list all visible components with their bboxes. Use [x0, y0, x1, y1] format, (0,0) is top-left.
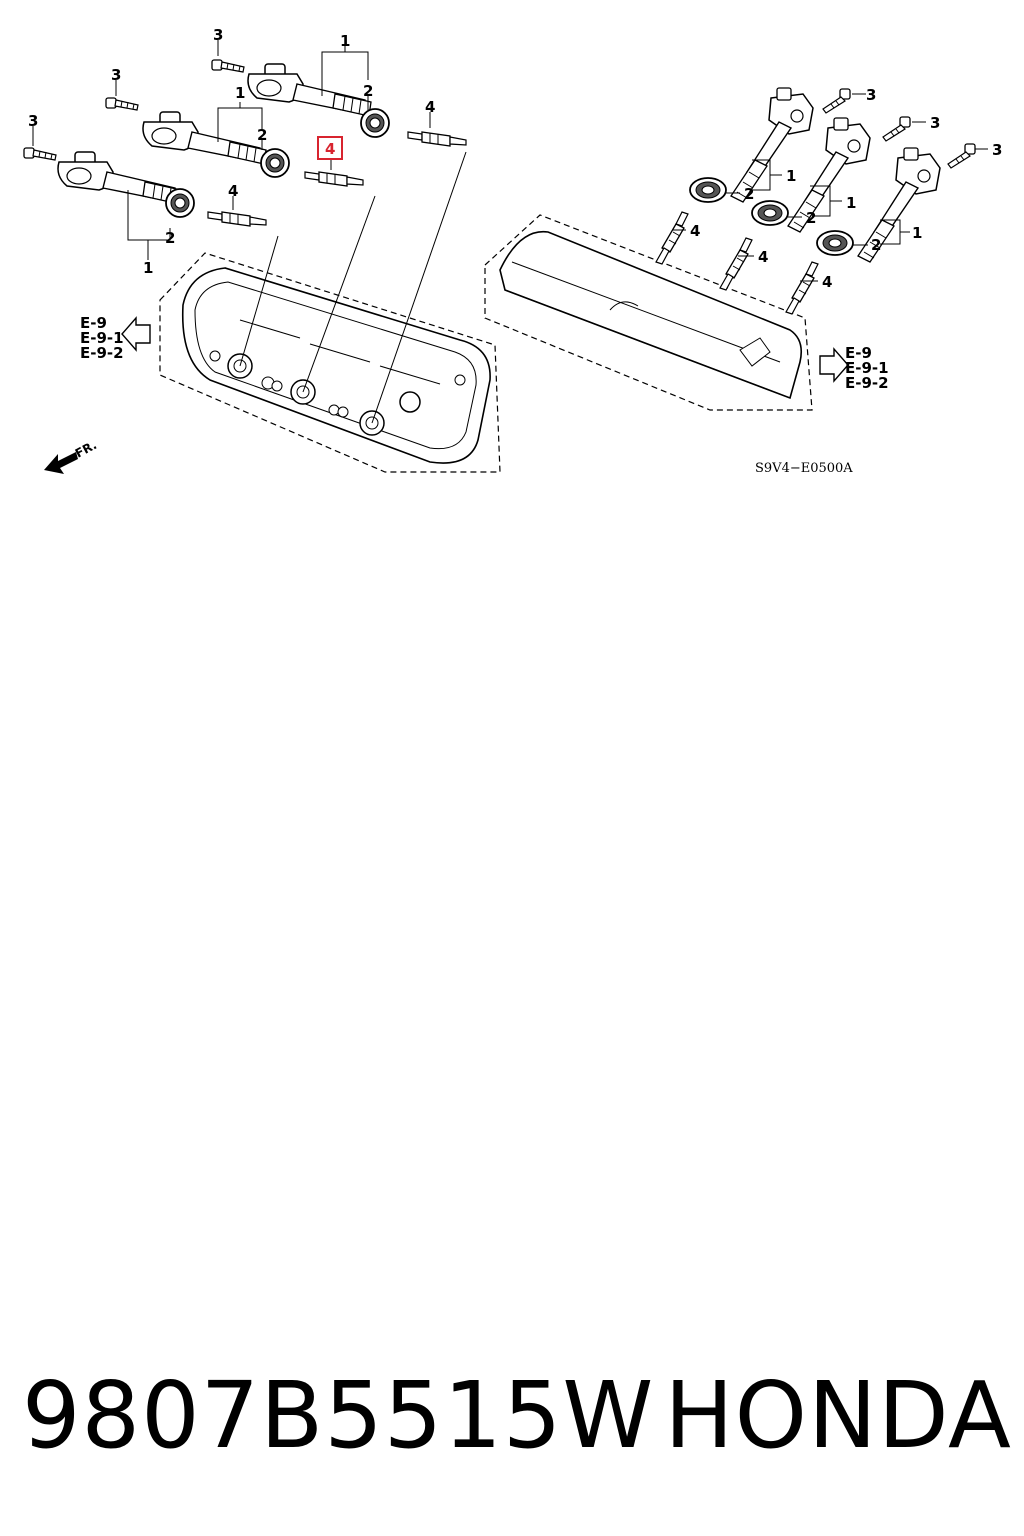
callout-coil: 1 [235, 84, 245, 102]
plug-tube-seal-6[interactable] [816, 230, 854, 256]
front-head-cover [484, 214, 813, 411]
callout-bolt: 3 [992, 141, 1002, 159]
callout-bolt: 3 [866, 86, 876, 104]
callout-plug: 4 [758, 248, 768, 266]
callout-bolt: 3 [111, 66, 121, 84]
coil-bolt-1[interactable] [211, 59, 245, 73]
callout-seal: 2 [871, 236, 881, 254]
brand-name: HONDA [664, 1361, 1012, 1469]
left-reference-arrow[interactable]: E-9 E-9-1 E-9-2 [80, 314, 151, 362]
ignition-coil-2[interactable] [142, 111, 267, 165]
diagram-code: S9V4−E0500A [755, 461, 853, 476]
highlighted-callout-number: 4 [325, 140, 335, 158]
part-number: 9807B5515W [22, 1361, 655, 1469]
right-callout-brackets [672, 93, 988, 282]
left-callout-numbers: 1 1 1 2 2 2 3 3 3 4 4 [28, 26, 435, 277]
front-direction-marker: FR. [44, 438, 99, 474]
coil-bolt-2[interactable] [105, 97, 139, 111]
callout-seal: 2 [363, 82, 373, 100]
callout-bolt: 3 [213, 26, 223, 44]
callout-coil: 1 [846, 194, 856, 212]
plug-tube-seal-5[interactable] [751, 200, 789, 226]
right-reference-arrow[interactable]: E-9 E-9-1 E-9-2 [819, 344, 889, 392]
plug-tube-seal-1[interactable] [360, 108, 390, 138]
ignition-coil-5[interactable] [787, 117, 871, 233]
reference-label: E-9 [845, 344, 872, 362]
callout-coil: 1 [143, 259, 153, 277]
callout-plug: 4 [228, 182, 238, 200]
right-callout-numbers: 1 1 1 2 2 2 3 3 3 4 4 4 [690, 86, 1002, 291]
reference-label: E-9-2 [845, 374, 889, 392]
callout-seal: 2 [165, 229, 175, 247]
callout-coil: 1 [340, 32, 350, 50]
parts-diagram: 1 1 1 2 2 2 3 3 3 4 4 4 [23, 26, 1002, 476]
plug-tube-seal-4[interactable] [689, 177, 727, 203]
spark-plug-6[interactable] [785, 261, 819, 315]
spark-plug-3[interactable] [207, 211, 267, 227]
callout-bolt: 3 [28, 112, 38, 130]
ignition-coil-1[interactable] [247, 63, 372, 117]
reference-label: E-9 [80, 314, 107, 332]
front-label: FR. [73, 438, 99, 461]
callout-plug: 4 [690, 222, 700, 240]
callout-plug: 4 [425, 98, 435, 116]
coil-bolt-4[interactable] [822, 88, 851, 114]
reference-label: E-9-1 [845, 359, 889, 377]
callout-seal: 2 [806, 209, 816, 227]
plug-tube-seal-3[interactable] [165, 188, 195, 218]
spark-plug-2[interactable] [304, 171, 364, 187]
highlighted-callout[interactable]: 4 [317, 136, 343, 160]
plug-tube-seal-2[interactable] [260, 148, 290, 178]
callout-seal: 2 [744, 185, 754, 203]
spark-plug-4[interactable] [655, 211, 689, 265]
spark-plug-5[interactable] [719, 237, 753, 291]
reference-label: E-9-1 [80, 329, 124, 347]
callout-plug: 4 [822, 273, 832, 291]
callout-coil: 1 [786, 167, 796, 185]
ignition-coil-3[interactable] [57, 151, 182, 205]
coil-bolt-5[interactable] [882, 116, 911, 142]
left-callout-brackets [32, 40, 431, 260]
callout-coil: 1 [912, 224, 922, 242]
callout-bolt: 3 [930, 114, 940, 132]
reference-label: E-9-2 [80, 344, 124, 362]
callout-seal: 2 [257, 126, 267, 144]
coil-bolt-3[interactable] [23, 147, 57, 161]
part-footer: 9807B5515W HONDA [22, 1360, 1012, 1470]
coil-bolt-6[interactable] [947, 143, 976, 169]
spark-plug-1[interactable] [407, 131, 467, 147]
plug-leader-lines [239, 151, 467, 424]
rear-head-cover [159, 252, 501, 473]
